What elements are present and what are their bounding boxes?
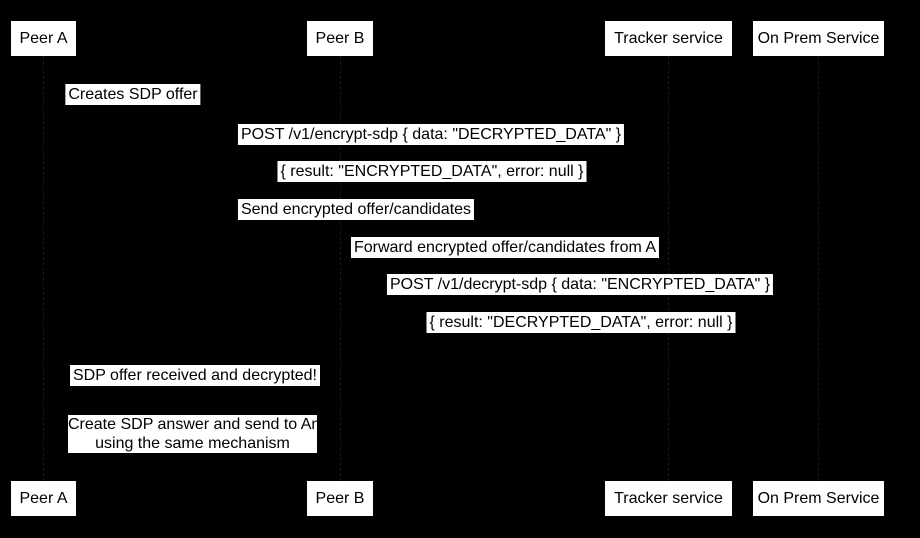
label-send-encrypted-offer: Send encrypted offer/candidates <box>237 199 475 220</box>
actor-on-prem-service-top: On Prem Service <box>753 21 884 56</box>
actor-peer-b-top: Peer B <box>307 21 373 56</box>
actor-tracker-service-bottom: Tracker service <box>605 481 732 516</box>
label-forward-encrypted-offer: Forward encrypted offer/candidates from … <box>350 237 660 258</box>
actor-on-prem-service-bottom: On Prem Service <box>753 481 884 516</box>
actor-tracker-service-top: Tracker service <box>605 21 732 56</box>
note-line-2: using the same mechanism <box>95 435 290 452</box>
actor-peer-b-bottom: Peer B <box>307 481 373 516</box>
note-create-sdp-answer: Create SDP answer and send to An using t… <box>68 415 321 453</box>
label-result-encrypted-data: { result: "ENCRYPTED_DATA", error: null … <box>277 161 587 182</box>
label-post-decrypt-sdp: POST /v1/decrypt-sdp { data: "ENCRYPTED_… <box>386 274 774 295</box>
label-result-decrypted-data: { result: "DECRYPTED_DATA", error: null … <box>426 312 736 333</box>
actor-peer-a-bottom: Peer A <box>11 481 76 516</box>
label-post-encrypt-sdp: POST /v1/encrypt-sdp { data: "DECRYPTED_… <box>237 124 625 145</box>
lifeline-tracker-service <box>668 56 669 481</box>
lifeline-peer-b <box>340 56 341 481</box>
label-creates-sdp-offer: Creates SDP offer <box>65 84 201 105</box>
label-sdp-offer-received: SDP offer received and decrypted! <box>70 365 320 386</box>
lifeline-peer-a <box>43 56 44 481</box>
lifeline-on-prem-service <box>818 56 819 481</box>
actor-peer-a-top: Peer A <box>11 21 76 56</box>
note-line-1: Create SDP answer and send to An <box>68 416 321 433</box>
